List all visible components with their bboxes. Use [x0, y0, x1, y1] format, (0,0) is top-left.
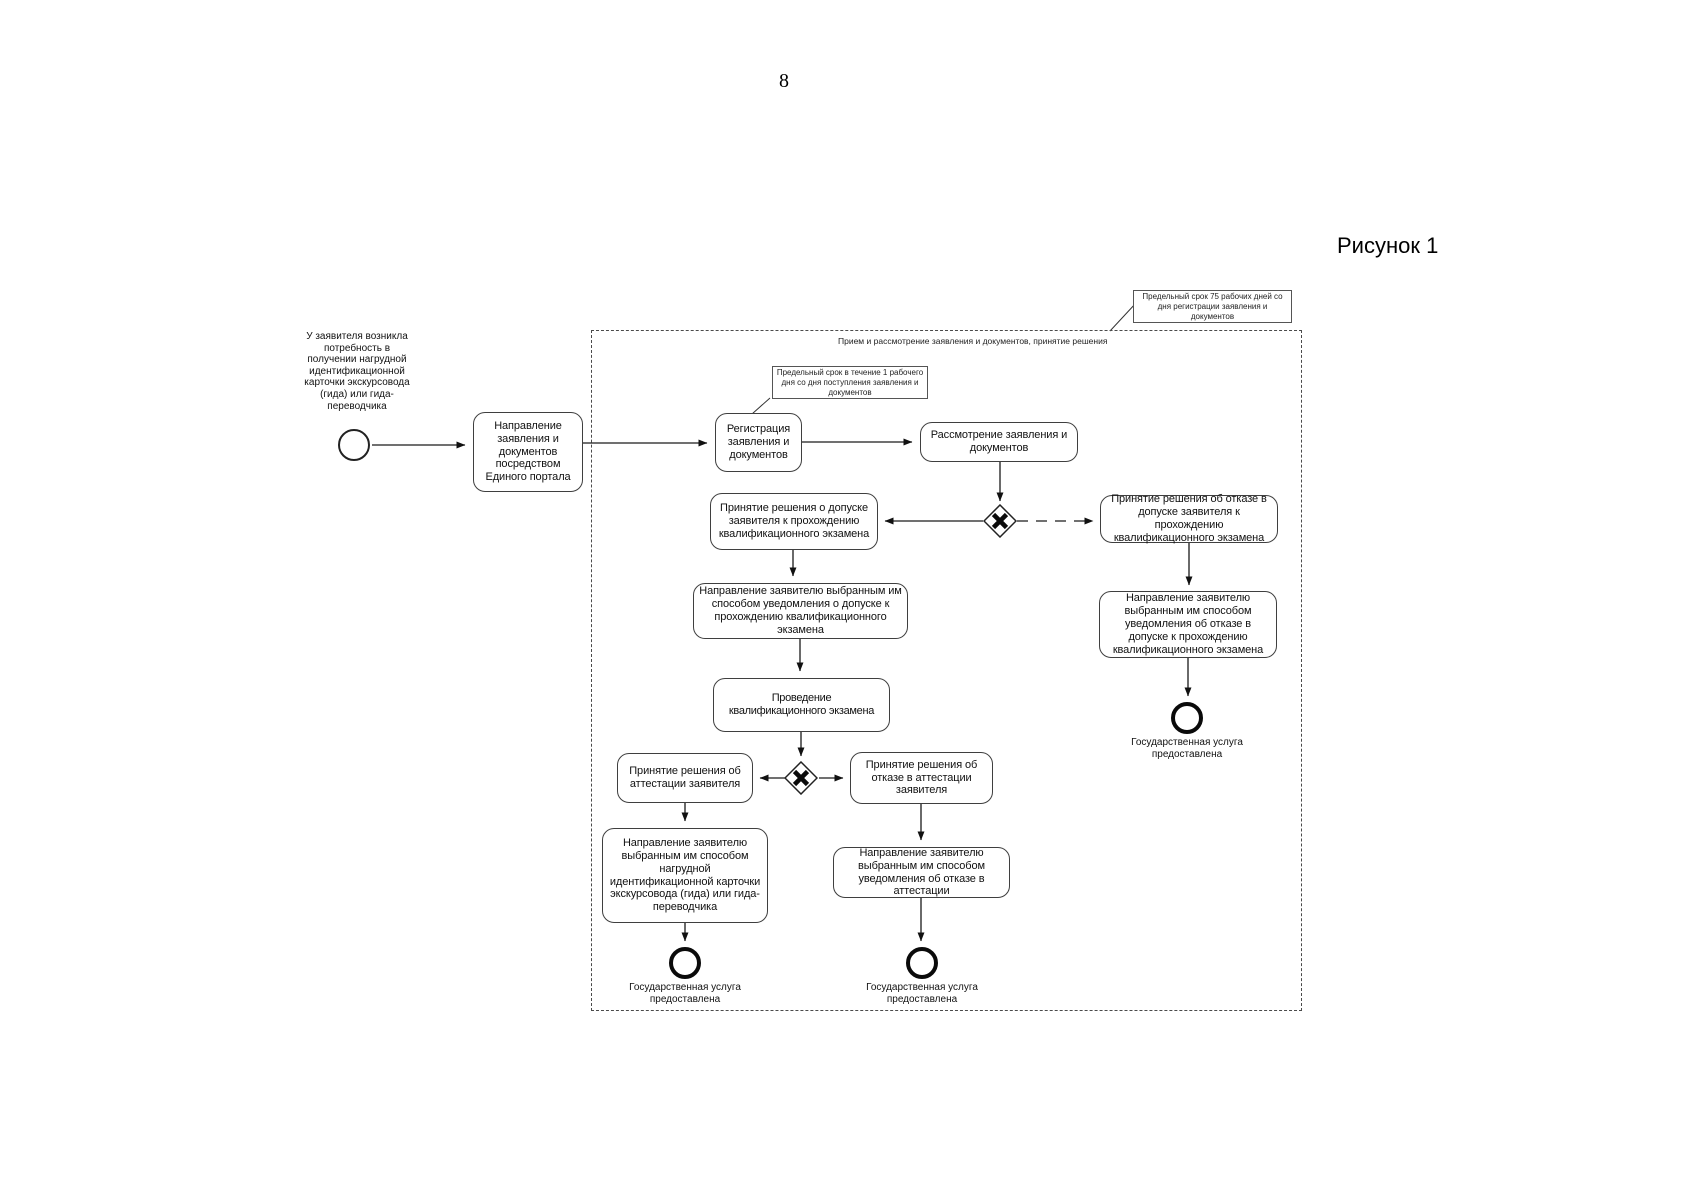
task-send-application: Направление заявления и документов посре… — [473, 412, 583, 492]
figure-caption: Рисунок 1 — [1337, 233, 1439, 258]
task-send-card-label: Направление заявителю выбранным им спосо… — [609, 836, 761, 914]
end-event-circle-card — [669, 947, 701, 979]
task-decision-refuse-admission-label: Принятие решения об отказе в допуске зая… — [1111, 493, 1267, 544]
task-review: Рассмотрение заявления и документов — [920, 422, 1078, 462]
task-notify-refuse-attest: Направление заявителю выбранным им спосо… — [833, 847, 1010, 898]
pool-label: Прием и рассмотрение заявления и докумен… — [838, 336, 1108, 346]
end-event-label-refuse-admission: Государственная услуга предоставлена — [1131, 737, 1243, 760]
task-registration-label: Регистрация заявления и документов — [726, 423, 791, 461]
task-decision-attest: Принятие решения об аттестации заявителя — [617, 753, 753, 803]
exclusive-gateway-admission — [983, 504, 1017, 538]
annotation-registration-term: Предельный срок в течение 1 рабочего дня… — [772, 366, 928, 399]
page-number: 8 — [779, 70, 789, 92]
end-event-circle-refuse-attest — [906, 947, 938, 979]
task-decision-admit: Принятие решения о допуске заявителя к п… — [710, 493, 878, 550]
task-decision-attest-label: Принятие решения об аттестации заявителя — [629, 765, 741, 790]
task-exam-label: Проведение квалификационного экзамена — [728, 692, 875, 717]
end-event-label-refuse-attest: Государственная услуга предоставлена — [866, 982, 978, 1005]
exclusive-gateway-icon — [784, 761, 818, 795]
task-registration: Регистрация заявления и документов — [715, 413, 802, 472]
task-notify-admission: Направление заявителю выбранным им спосо… — [693, 583, 908, 639]
task-decision-refuse-attest: Принятие решения об отказе в аттестации … — [850, 752, 993, 804]
task-decision-refuse-attest-label: Принятие решения об отказе в аттестации … — [865, 758, 978, 797]
task-decision-refuse-admission: Принятие решения об отказе в допуске зая… — [1100, 493, 1278, 544]
end-event-circle-refuse-admission — [1171, 702, 1203, 734]
annotation-total-term: Предельный срок 75 рабочих дней со дня р… — [1133, 290, 1292, 323]
task-exam: Проведение квалификационного экзамена — [713, 678, 890, 732]
exclusive-gateway-attestation — [784, 761, 818, 795]
end-event-label-card: Государственная услуга предоставлена — [629, 982, 741, 1005]
exclusive-gateway-icon — [983, 504, 1017, 538]
task-notify-refuse-attest-label: Направление заявителю выбранным им спосо… — [858, 846, 985, 898]
start-event-label: У заявителя возникла потребность в получ… — [304, 331, 410, 412]
task-notify-admission-label: Направление заявителю выбранным им спосо… — [699, 585, 902, 636]
task-decision-admit-label: Принятие решения о допуске заявителя к п… — [718, 502, 870, 540]
start-event-circle — [338, 429, 370, 461]
task-send-application-label: Направление заявления и документов посре… — [485, 419, 571, 484]
task-send-card: Направление заявителю выбранным им спосо… — [602, 828, 768, 923]
pool-boundary — [591, 330, 1302, 1011]
task-notify-refuse-admission-label: Направление заявителю выбранным им спосо… — [1112, 592, 1264, 656]
task-notify-refuse-admission: Направление заявителю выбранным им спосо… — [1099, 591, 1277, 658]
task-review-label: Рассмотрение заявления и документов — [930, 429, 1068, 454]
